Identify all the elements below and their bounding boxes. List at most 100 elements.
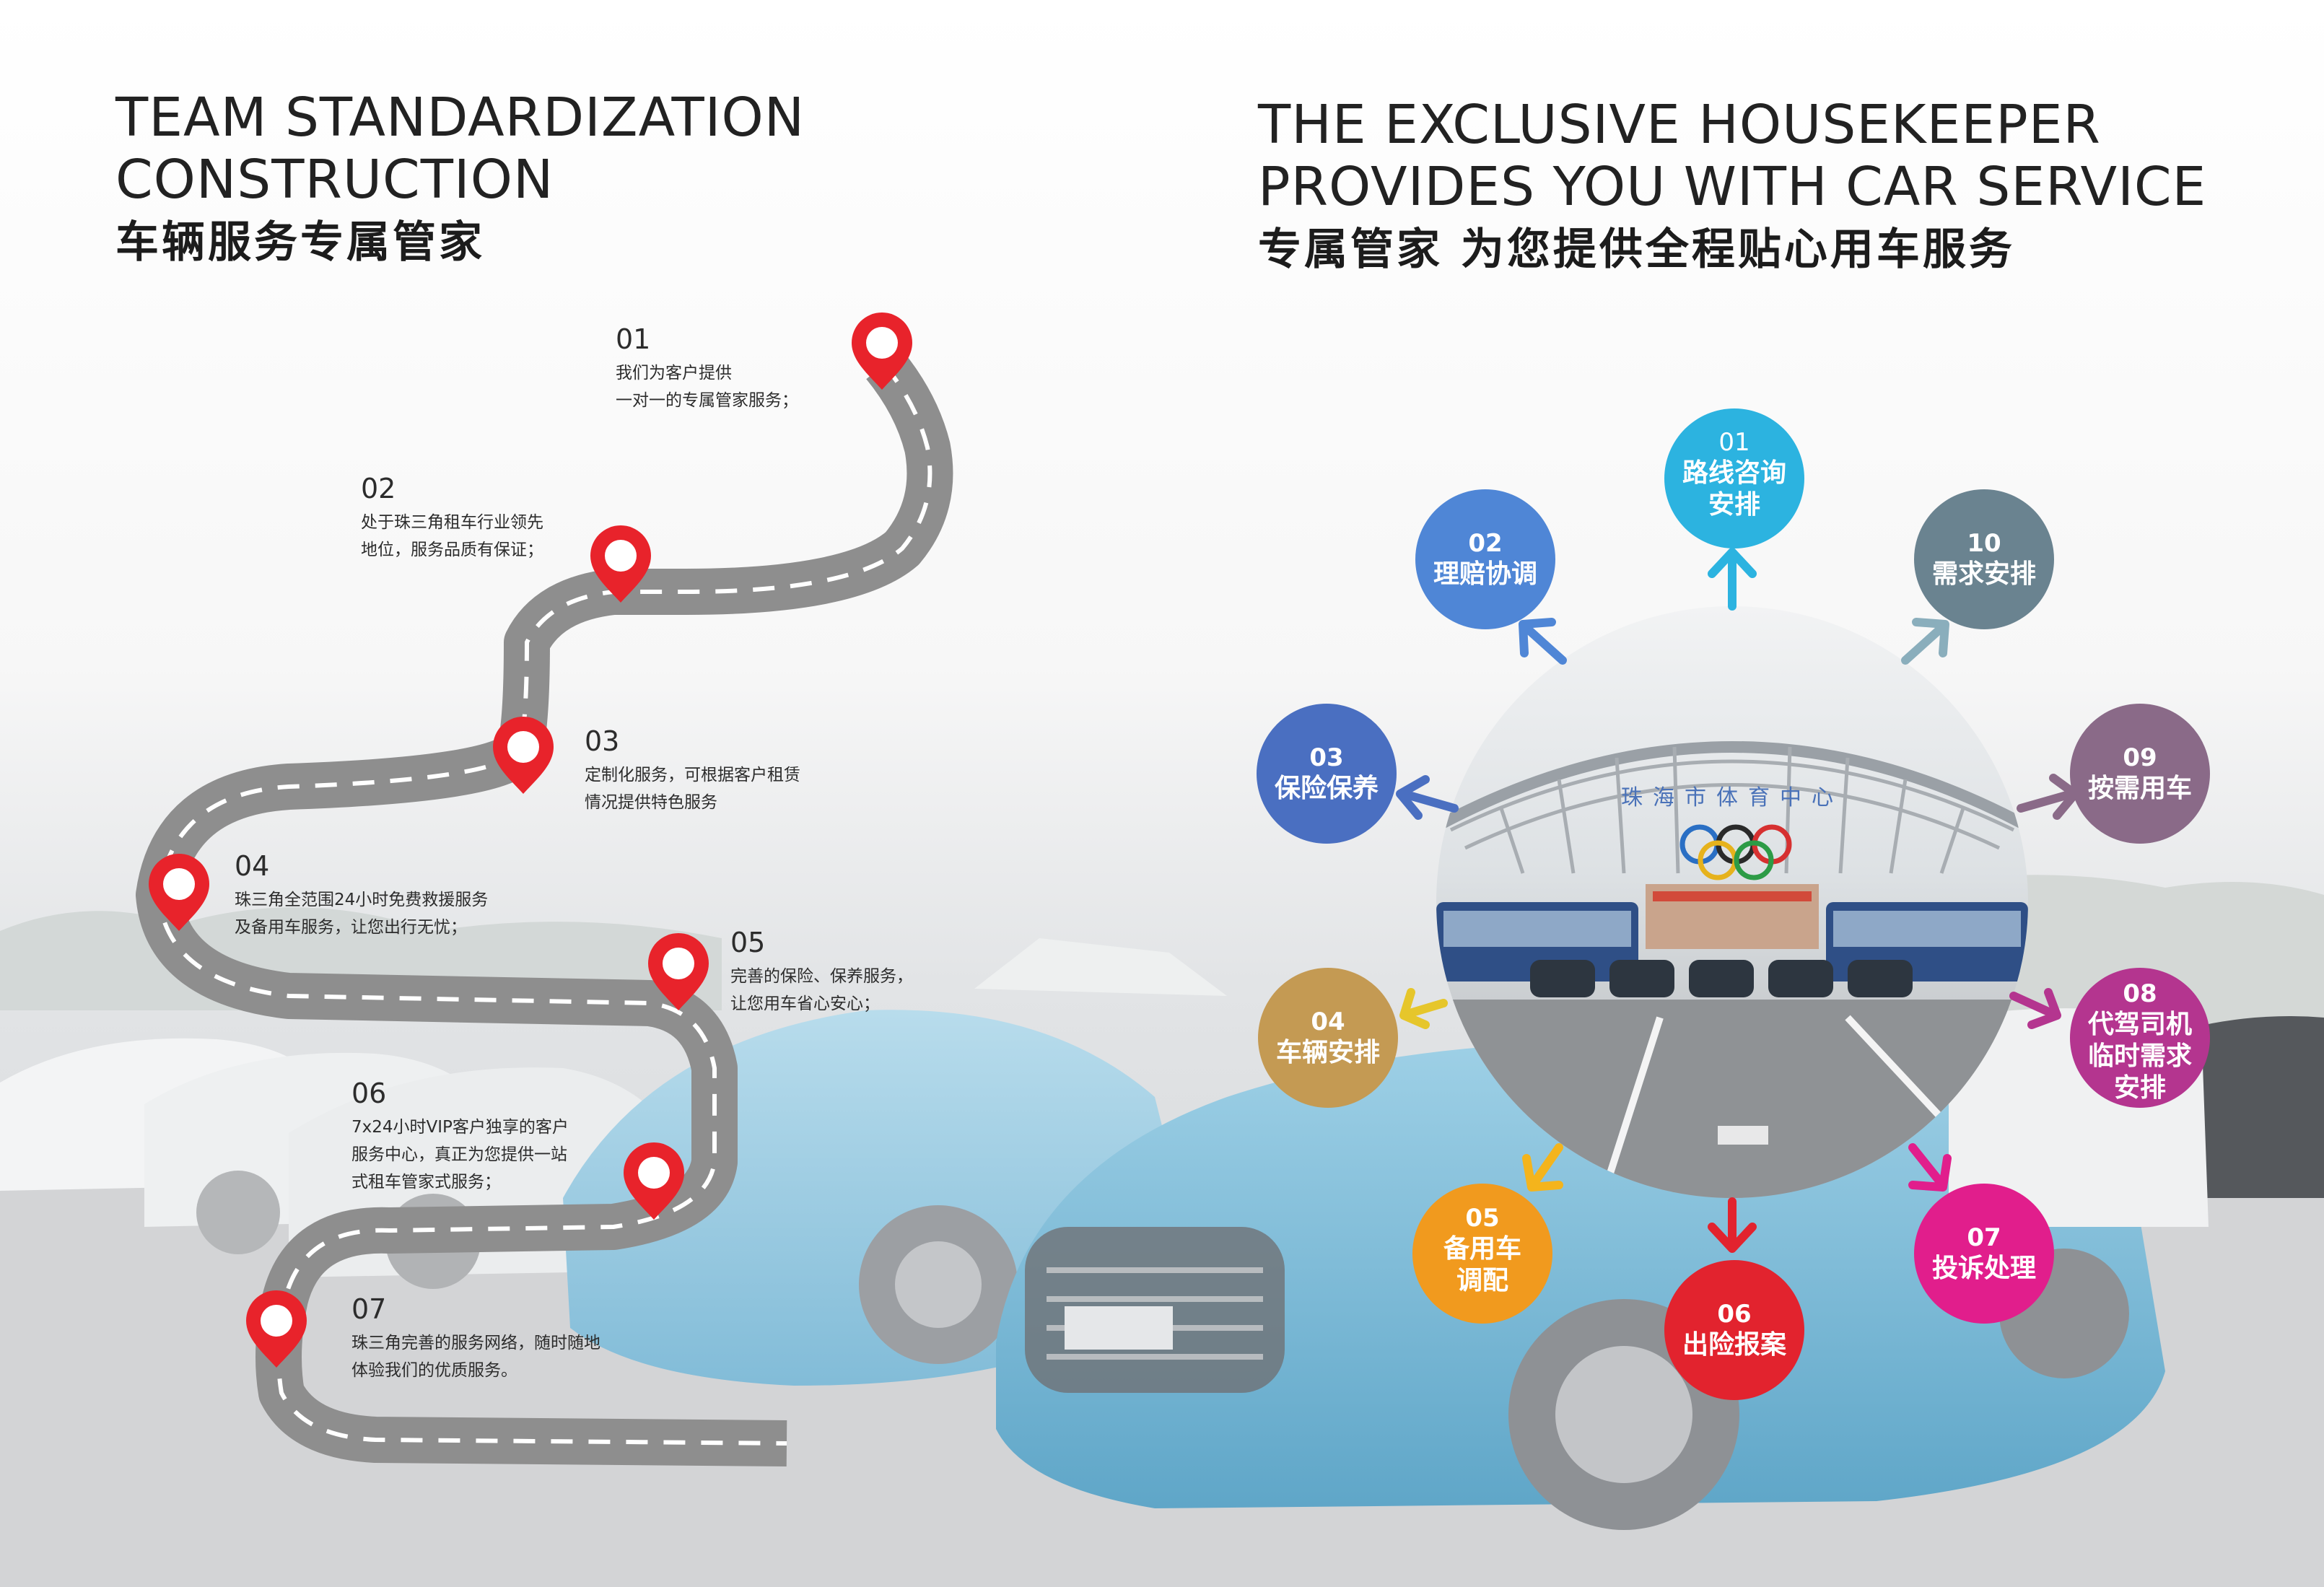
step-number: 05 bbox=[730, 927, 766, 958]
step-01: 01 我们为客户提供 一对一的专属管家服务； bbox=[616, 323, 798, 414]
photo-sign-text: 珠海市体育中心 bbox=[1621, 785, 1843, 810]
step-number: 03 bbox=[585, 725, 620, 757]
bubble-label-10: 10 需求安排 bbox=[1914, 528, 2054, 590]
map-pin-icon-01 bbox=[852, 312, 912, 390]
map-pin-icon-05 bbox=[648, 933, 709, 1010]
bubble-line: 路线咨询 bbox=[1682, 458, 1786, 488]
step-02: 02 处于珠三角租车行业领先 地位，服务品质有保证； bbox=[361, 473, 543, 564]
step-06: 06 7x24小时VIP客户独享的客户 服务中心，真正为您提供一站 式租车管家式… bbox=[351, 1077, 569, 1196]
step-text-line: 式租车管家式服务； bbox=[351, 1173, 501, 1192]
right-heading: THE EXCLUSIVE HOUSEKEEPER PROVIDES YOU W… bbox=[1258, 94, 2206, 279]
arrow-icon-03 bbox=[1396, 775, 1459, 820]
step-05: 05 完善的保险、保养服务， 让您用车省心安心； bbox=[730, 927, 913, 1018]
step-text-line: 服务中心，真正为您提供一站 bbox=[351, 1145, 567, 1164]
bubble-06 bbox=[1664, 1260, 1804, 1400]
bubble-07 bbox=[1914, 1184, 2054, 1324]
step-text-line: 一对一的专属管家服务； bbox=[616, 391, 798, 410]
step-04: 04 珠三角全范围24小时免费救援服务 及备用车服务，让您出行无忧； bbox=[235, 850, 488, 941]
arrow-icon-08 bbox=[2009, 988, 2061, 1029]
bubble-number: 05 bbox=[1465, 1204, 1500, 1233]
left-title-en-line2: CONSTRUCTION bbox=[115, 149, 554, 211]
step-number: 06 bbox=[351, 1077, 387, 1109]
winding-road bbox=[136, 349, 953, 1466]
step-number: 01 bbox=[616, 323, 651, 355]
arrow-icon-05 bbox=[1522, 1143, 1563, 1192]
bubble-10 bbox=[1914, 489, 2054, 629]
bubble-number: 04 bbox=[1311, 1007, 1345, 1036]
bubble-line: 理赔协调 bbox=[1433, 559, 1537, 589]
step-text-line: 地位，服务品质有保证； bbox=[361, 541, 543, 559]
step-text-line: 珠三角全范围24小时免费救援服务 bbox=[235, 891, 489, 909]
bubble-line: 代驾司机 bbox=[2087, 1010, 2192, 1039]
bubble-line: 安排 bbox=[1708, 490, 1760, 520]
center-photo bbox=[1436, 606, 2028, 1198]
left-title-cn: 车辆服务专属管家 bbox=[115, 217, 485, 268]
bubble-label-02: 02 理赔协调 bbox=[1415, 528, 1555, 590]
arrow-icon-07 bbox=[1908, 1143, 1952, 1192]
step-text-line: 体验我们的优质服务。 bbox=[351, 1361, 517, 1380]
step-text-line: 7x24小时VIP客户独享的客户 bbox=[351, 1118, 569, 1137]
map-pin-icon-04 bbox=[149, 854, 209, 931]
bubble-label-07: 07 投诉处理 bbox=[1914, 1223, 2054, 1285]
arrows bbox=[1396, 548, 2079, 1253]
right-title-en-line1: THE EXCLUSIVE HOUSEKEEPER bbox=[1258, 94, 2101, 156]
bubble-label-04: 04 车辆安排 bbox=[1258, 1007, 1398, 1069]
bubble-number: 03 bbox=[1309, 743, 1344, 772]
bubble-label-08: 08 代驾司机 临时需求 安排 bbox=[2070, 979, 2210, 1104]
bubble-line: 需求安排 bbox=[1931, 559, 2036, 589]
bubble-number: 08 bbox=[2123, 979, 2157, 1008]
arrow-icon-09 bbox=[2017, 774, 2079, 820]
arrow-icon-06 bbox=[1708, 1197, 1757, 1253]
bubble-number: 06 bbox=[1717, 1300, 1752, 1329]
bubble-number: 02 bbox=[1468, 529, 1503, 558]
left-heading: TEAM STANDARDIZATION CONSTRUCTION 车辆服务专属… bbox=[115, 87, 805, 271]
map-pin-icon-02 bbox=[590, 525, 651, 603]
bubble-02 bbox=[1415, 489, 1555, 629]
arrow-icon-02 bbox=[1519, 618, 1567, 665]
step-text-line: 及备用车服务，让您出行无忧； bbox=[235, 918, 467, 937]
left-title-en-line1: TEAM STANDARDIZATION bbox=[115, 87, 805, 149]
bubble-line: 调配 bbox=[1456, 1266, 1508, 1295]
bubble-label-03: 03 保险保养 bbox=[1257, 743, 1397, 805]
bubble-01 bbox=[1664, 408, 1804, 548]
step-number: 04 bbox=[235, 850, 270, 882]
bubble-number: 10 bbox=[1967, 529, 2001, 558]
step-number: 07 bbox=[351, 1293, 387, 1325]
step-03: 03 定制化服务，可根据客户租赁 情况提供特色服务 bbox=[585, 725, 800, 816]
bubble-08 bbox=[2070, 968, 2210, 1108]
bubble-label-01: 01 路线咨询 安排 bbox=[1664, 427, 1804, 521]
step-text-line: 处于珠三角租车行业领先 bbox=[361, 513, 543, 532]
step-text-line: 完善的保险、保养服务， bbox=[730, 967, 913, 986]
bubble-line: 安排 bbox=[2113, 1073, 2166, 1103]
step-text-line: 情况提供特色服务 bbox=[585, 793, 717, 812]
map-pin-icon-03 bbox=[493, 717, 554, 794]
bubble-number: 01 bbox=[1718, 428, 1750, 457]
bubble-number: 07 bbox=[1967, 1223, 2001, 1252]
step-text-line: 定制化服务，可根据客户租赁 bbox=[585, 766, 800, 784]
map-pin-icon-07 bbox=[246, 1290, 307, 1368]
service-bubbles bbox=[1257, 408, 2210, 1400]
arrow-icon-04 bbox=[1399, 988, 1448, 1029]
bubble-label-09: 09 按需用车 bbox=[2070, 743, 2210, 805]
step-07: 07 珠三角完善的服务网络，随时随地 体验我们的优质服务。 bbox=[351, 1293, 600, 1384]
arrow-icon-10 bbox=[1901, 618, 1949, 665]
step-text-line: 珠三角完善的服务网络，随时随地 bbox=[351, 1334, 600, 1352]
bubble-line: 投诉处理 bbox=[1931, 1254, 2036, 1283]
bubble-03 bbox=[1257, 704, 1397, 844]
right-title-en-line2: PROVIDES YOU WITH CAR SERVICE bbox=[1258, 156, 2207, 218]
bubble-label-06: 06 出险报案 bbox=[1664, 1299, 1804, 1361]
bubble-05 bbox=[1412, 1184, 1552, 1324]
bubble-label-05: 05 备用车 调配 bbox=[1412, 1203, 1552, 1297]
bubble-number: 09 bbox=[2123, 743, 2157, 772]
map-pin-icon-06 bbox=[624, 1142, 684, 1220]
bubble-line: 出险报案 bbox=[1682, 1330, 1786, 1360]
bubble-09 bbox=[2070, 704, 2210, 844]
step-text-line: 我们为客户提供 bbox=[616, 364, 732, 382]
bubble-04 bbox=[1258, 968, 1398, 1108]
bubble-line: 保险保养 bbox=[1274, 774, 1379, 803]
bubble-line: 备用车 bbox=[1443, 1234, 1521, 1264]
step-text-line: 让您用车省心安心； bbox=[730, 994, 880, 1013]
right-title-cn: 专属管家 为您提供全程贴心用车服务 bbox=[1258, 224, 2015, 275]
bubble-line: 按需用车 bbox=[2087, 774, 2192, 803]
